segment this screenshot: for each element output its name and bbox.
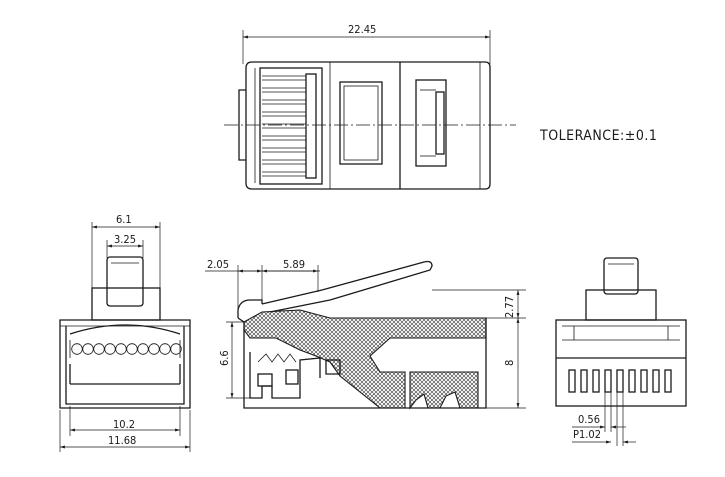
- dim-label-front-height: 6.6: [218, 350, 231, 366]
- dimension-overall-length: 22.45: [242, 23, 491, 64]
- top-view: 22.45: [224, 23, 657, 190]
- dimension-contact-pitch: P1.02: [572, 392, 636, 446]
- front-view: 6.1 3.25: [59, 213, 191, 452]
- dimension-body-height: 8: [486, 318, 526, 409]
- wire-circles: [71, 343, 182, 355]
- side-section-view: 2.05 5.89 6.6 2.77: [205, 258, 526, 410]
- dimension-latch-width: 3.25: [106, 233, 144, 258]
- dim-label-latch-width: 3.25: [114, 233, 136, 246]
- dim-label-outer-width: 11.68: [108, 434, 136, 447]
- dimension-top-width: 6.1: [91, 213, 161, 300]
- dim-label-latch-height: 2.77: [503, 296, 516, 318]
- rear-contact-slots: [568, 369, 672, 393]
- dim-label-contact-pitch: P1.02: [573, 428, 601, 441]
- dimension-latch-height: 2.77: [432, 289, 526, 319]
- dim-label-tab-offset: 2.05: [207, 258, 229, 271]
- dimension-front-height: 6.6: [218, 321, 250, 399]
- dimension-contact-width: 0.56: [572, 392, 626, 432]
- tolerance-note: TOLERANCE:±0.1: [539, 128, 657, 144]
- dim-label-body-height: 8: [503, 360, 516, 366]
- dim-label-overall-length: 22.45: [348, 23, 376, 36]
- dimension-latch-offsets: 2.05 5.89: [205, 258, 320, 310]
- dimension-inner-width: 10.2: [69, 406, 181, 436]
- dim-label-top-width: 6.1: [116, 213, 132, 226]
- rear-view: 0.56 P1.02: [555, 257, 687, 446]
- dimension-outer-width: 11.68: [59, 410, 191, 452]
- dim-label-latch-length: 5.89: [283, 258, 305, 271]
- contact-lines: [262, 75, 306, 177]
- dim-label-inner-width: 10.2: [113, 418, 135, 431]
- dim-label-contact-width: 0.56: [578, 413, 600, 426]
